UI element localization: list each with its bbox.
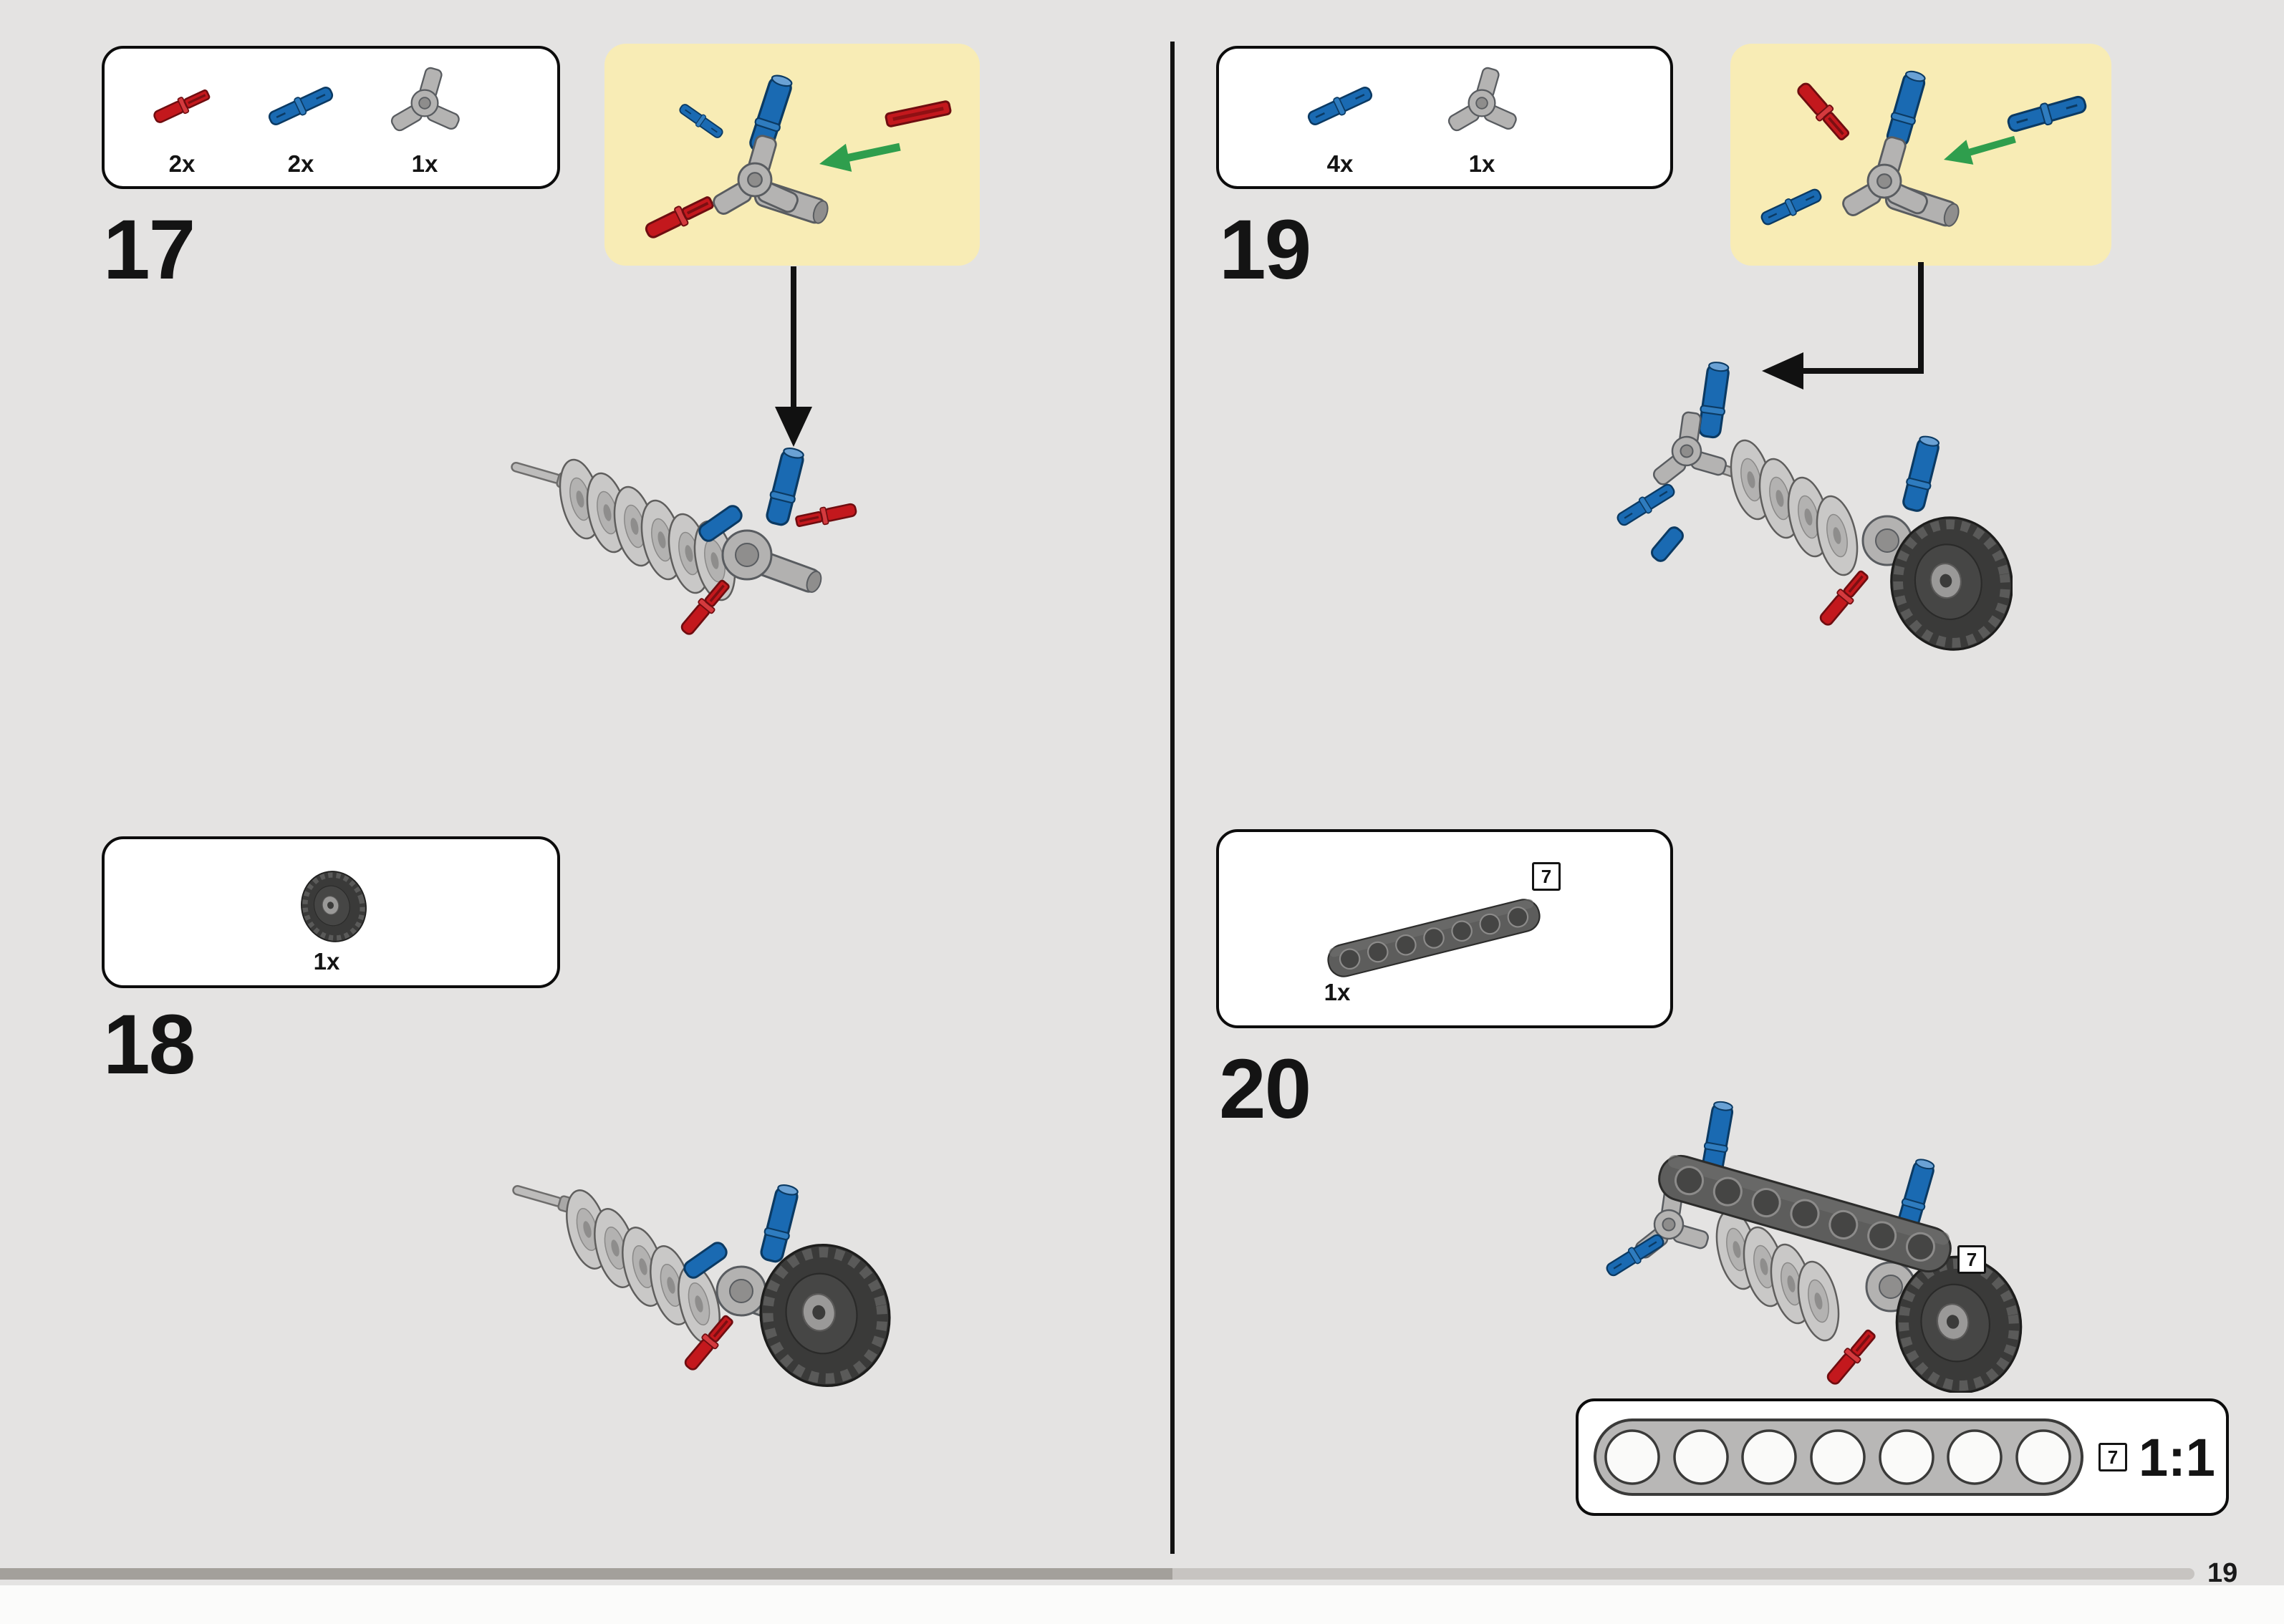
scale-ratio-label: 1:1 (2139, 1428, 2215, 1487)
blue-pin-icon (265, 82, 337, 130)
step-20-assembly-illustration (1603, 1099, 2030, 1393)
step-19-parts-box: 4x 1x (1216, 46, 1673, 189)
footer-strip (0, 1585, 2284, 1624)
step-17-callout-illustration (604, 72, 980, 266)
step-18-parts-box: 1x (102, 836, 560, 988)
step-18-assembly-illustration (512, 1181, 953, 1429)
step-17-number: 17 (103, 203, 196, 297)
step-18-number: 18 (103, 997, 196, 1092)
part-count-label: 2x (287, 150, 314, 177)
step-20-number: 20 (1219, 1042, 1311, 1136)
page-divider (1170, 42, 1175, 1554)
step-17-assembly-illustration (511, 445, 859, 639)
connector-icon (388, 66, 462, 134)
beam-7-icon (1324, 895, 1544, 981)
beam-size-badge: 7 (2099, 1443, 2127, 1471)
part-count-label: 2x (168, 150, 196, 177)
part-count-label: 1x (313, 948, 340, 975)
part-count-label: 4x (1326, 150, 1354, 177)
step-20-parts-box: 7 1x (1216, 829, 1673, 1028)
step-19-callout-illustration (1758, 67, 2089, 229)
tire-icon (269, 846, 398, 964)
beam-size-badge: 7 (1532, 862, 1561, 891)
step-19-assembly-illustration (1614, 362, 2013, 673)
step-17-parts-box: 2x 2x 1x (102, 46, 560, 189)
part-count-label: 1x (411, 150, 438, 177)
scale-1-1-box: 7 1:1 (1576, 1398, 2229, 1516)
step-19-assembly-arrow-icon (1762, 262, 1924, 390)
step-19-number: 19 (1219, 203, 1311, 297)
beam-size-badge-label: 7 (1541, 865, 1552, 887)
beam-size-badge-label: 7 (1966, 1248, 1977, 1270)
beam-size-badge-label: 7 (2107, 1446, 2119, 1468)
part-count-label: 1x (1324, 979, 1351, 1005)
beam-size-badge: 7 (1957, 1245, 1986, 1274)
red-axle-pin-icon (150, 84, 213, 127)
step-19-callout (1730, 44, 2111, 266)
step-17-callout (604, 44, 980, 266)
page-number: 19 (2207, 1558, 2238, 1588)
connector-icon (1445, 66, 1519, 134)
part-count-label: 1x (1468, 150, 1495, 177)
step-17-assembly-arrow-icon (775, 266, 812, 447)
progress-bar[interactable] (0, 1568, 2194, 1580)
progress-fill (0, 1568, 1172, 1580)
step-20-assembly: 7 (1601, 1078, 2030, 1393)
beam-7-actual-size-icon (1594, 1418, 2083, 1496)
blue-pin-icon (1304, 82, 1376, 130)
